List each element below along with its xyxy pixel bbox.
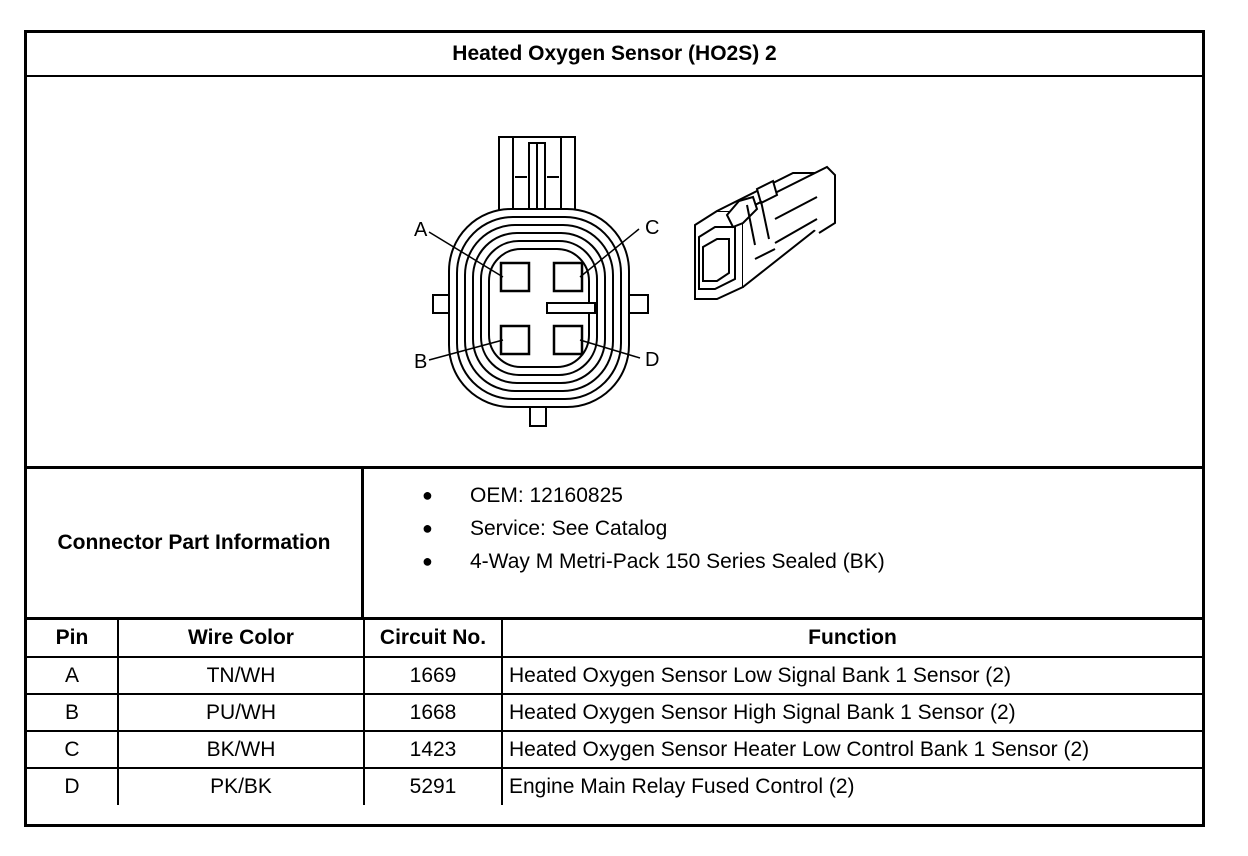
- cell-function: Heated Oxygen Sensor Heater Low Control …: [501, 730, 1202, 769]
- pin-table: Pin Wire Color Circuit No. Function A TN…: [27, 620, 1202, 805]
- leader-line-b: [428, 339, 504, 361]
- pin-label-b: B: [414, 351, 427, 373]
- column-header-circuit: Circuit No.: [363, 620, 503, 658]
- oem-part-number: OEM: 12160825: [470, 484, 623, 507]
- bullet-icon: ●: [422, 485, 433, 505]
- connector-isometric-view: [694, 165, 836, 300]
- cell-pin: A: [27, 656, 119, 695]
- column-header-pin: Pin: [27, 620, 119, 658]
- cell-wire-color: PU/WH: [117, 693, 365, 732]
- cell-circuit: 1668: [363, 693, 503, 732]
- table-row: A TN/WH 1669 Heated Oxygen Sensor Low Si…: [27, 656, 1202, 695]
- cell-function: Engine Main Relay Fused Control (2): [501, 767, 1202, 805]
- leader-line-d: [579, 339, 641, 359]
- leader-line-a: [428, 231, 504, 278]
- pin-label-d: D: [645, 349, 659, 371]
- table-row: C BK/WH 1423 Heated Oxygen Sensor Heater…: [27, 730, 1202, 769]
- cell-function: Heated Oxygen Sensor Low Signal Bank 1 S…: [501, 656, 1202, 695]
- connector-latch: [498, 136, 576, 218]
- page-title: Heated Oxygen Sensor (HO2S) 2: [27, 33, 1202, 77]
- connector-sheet: Heated Oxygen Sensor (HO2S) 2: [24, 30, 1205, 827]
- connector-body: [448, 208, 630, 408]
- cell-wire-color: PK/BK: [117, 767, 365, 805]
- bullet-icon: ●: [422, 551, 433, 571]
- table-row: D PK/BK 5291 Engine Main Relay Fused Con…: [27, 767, 1202, 805]
- polarization-key: [546, 302, 596, 314]
- connector-drawing: A B C D: [27, 77, 1202, 469]
- bullet-icon: ●: [422, 518, 433, 538]
- cell-circuit: 5291: [363, 767, 503, 805]
- pin-label-c: C: [645, 217, 659, 239]
- cell-pin: C: [27, 730, 119, 769]
- table-header-row: Pin Wire Color Circuit No. Function: [27, 620, 1202, 658]
- connector-part-information: Connector Part Information ● OEM: 1216082…: [27, 469, 1202, 620]
- leader-line-c: [579, 228, 640, 278]
- list-item: ● 4-Way M Metri-Pack 150 Series Sealed (B…: [364, 545, 1202, 578]
- column-header-function: Function: [501, 620, 1202, 658]
- pin-cavity-b: [499, 324, 531, 356]
- connector-face-diagram: A B C D: [414, 136, 836, 427]
- pin-cavity-a: [499, 261, 531, 293]
- table-row: B PU/WH 1668 Heated Oxygen Sensor High S…: [27, 693, 1202, 732]
- list-item: ● Service: See Catalog: [364, 512, 1202, 545]
- cell-circuit: 1669: [363, 656, 503, 695]
- cell-pin: B: [27, 693, 119, 732]
- cell-function: Heated Oxygen Sensor High Signal Bank 1 …: [501, 693, 1202, 732]
- connector-info-label: Connector Part Information: [27, 469, 364, 617]
- cell-circuit: 1423: [363, 730, 503, 769]
- service-part: Service: See Catalog: [470, 517, 668, 540]
- pin-cavity-d: [552, 324, 584, 356]
- pin-cavity-c: [552, 261, 584, 293]
- column-header-wire-color: Wire Color: [117, 620, 365, 658]
- pin-label-a: A: [414, 219, 428, 241]
- connector-description: 4-Way M Metri-Pack 150 Series Sealed (BK…: [470, 550, 885, 573]
- list-item: ● OEM: 12160825: [364, 479, 1202, 512]
- cell-wire-color: BK/WH: [117, 730, 365, 769]
- cell-pin: D: [27, 767, 119, 805]
- connector-info-list: ● OEM: 12160825 ● Service: See Catalog ● 4-…: [364, 469, 1202, 627]
- cell-wire-color: TN/WH: [117, 656, 365, 695]
